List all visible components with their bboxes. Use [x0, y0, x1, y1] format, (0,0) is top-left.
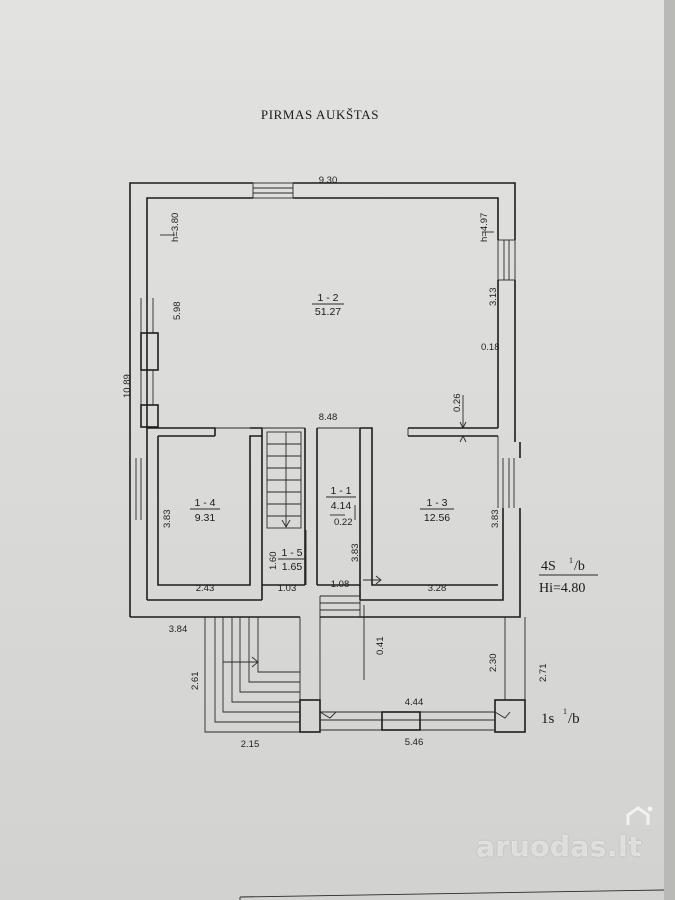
- dim-porch-height: 2.30: [488, 654, 499, 673]
- dim-room3-height: 3.83: [490, 510, 501, 529]
- plan-title: PIRMAS AUKŠTAS: [261, 107, 379, 122]
- dim-steps-height: 2.61: [190, 672, 201, 691]
- dimension-labels: 9.30 h=3.80 h=4.97 5.98 3.13 0.18 10.89 …: [122, 175, 549, 750]
- dim-hall-height: 3.83: [350, 544, 361, 563]
- dim-top-width: 9.30: [319, 175, 338, 186]
- dim-room4-height: 3.83: [162, 510, 173, 529]
- room-1-4-number: 1 - 4: [194, 497, 215, 509]
- dim-wall-026: 0.26: [452, 394, 463, 413]
- porch-code-suffix: /b: [568, 711, 580, 727]
- dim-steps-width: 2.15: [241, 739, 260, 750]
- building-code-sup: 1: [569, 556, 573, 565]
- dim-h-right: h=4.97: [479, 213, 490, 242]
- interior-walls: [147, 427, 499, 600]
- room-1-2-number: 1 - 2: [317, 292, 338, 304]
- height-label: Hi=4.80: [539, 581, 585, 596]
- dim-porch-width: 4.44: [405, 697, 424, 708]
- room-1-1-number: 1 - 1: [330, 485, 351, 497]
- building-code-suffix: /b: [574, 559, 585, 574]
- dim-porch-041: 0.41: [375, 637, 386, 656]
- room-1-5-number: 1 - 5: [281, 547, 302, 559]
- room-1-5-area: 1.65: [282, 561, 303, 573]
- dim-left-upper: 5.98: [172, 302, 183, 321]
- room-1-4-area: 9.31: [195, 512, 216, 524]
- dim-porch-outer-width: 5.46: [405, 737, 424, 748]
- house-icon: [626, 806, 653, 825]
- paper-edge: [664, 0, 675, 900]
- dim-room3-width: 3.28: [428, 583, 447, 594]
- dim-room5-height: 1.60: [268, 552, 279, 571]
- dim-h-left: h=3.80: [170, 213, 181, 242]
- room-labels: 1 - 2 51.27 1 - 4 9.31 1 - 1 4.14 1 - 3 …: [190, 292, 454, 573]
- wall-piers: [140, 332, 159, 428]
- dim-porch-outer-height: 2.71: [538, 664, 549, 683]
- entry-steps: [319, 595, 361, 618]
- room-1-1-area: 4.14: [331, 500, 352, 512]
- dim-mid-width: 8.48: [319, 412, 338, 423]
- porch: [204, 617, 526, 733]
- dim-hall-022: 0.22: [334, 517, 353, 528]
- room-1-3-number: 1 - 3: [426, 497, 447, 509]
- building-code: 4S: [541, 559, 556, 574]
- porch-code: 1s: [541, 711, 555, 727]
- dim-bottom-left: 3.84: [169, 624, 188, 635]
- dimension-marks: [160, 231, 494, 680]
- dim-right-upper: 3.13: [488, 288, 499, 307]
- dim-right-gap: 0.18: [481, 342, 500, 353]
- dim-stair-width: 1.08: [331, 579, 350, 590]
- exterior-walls: [129, 182, 521, 618]
- dim-room5-width: 1.03: [278, 583, 297, 594]
- building-code-legend: 4S 1 /b Hi=4.80 1s 1 /b: [539, 556, 598, 727]
- room-1-2-area: 51.27: [315, 306, 341, 318]
- next-sheet-frame: [239, 889, 665, 900]
- windows: [135, 182, 516, 520]
- watermark-logo: aruodas.lt: [476, 830, 643, 863]
- dim-room4-width: 2.43: [196, 583, 215, 594]
- porch-code-sup: 1: [563, 707, 567, 716]
- staircase: [266, 431, 302, 529]
- dim-overall-left: 10.89: [122, 374, 133, 398]
- room-1-3-area: 12.56: [424, 512, 450, 524]
